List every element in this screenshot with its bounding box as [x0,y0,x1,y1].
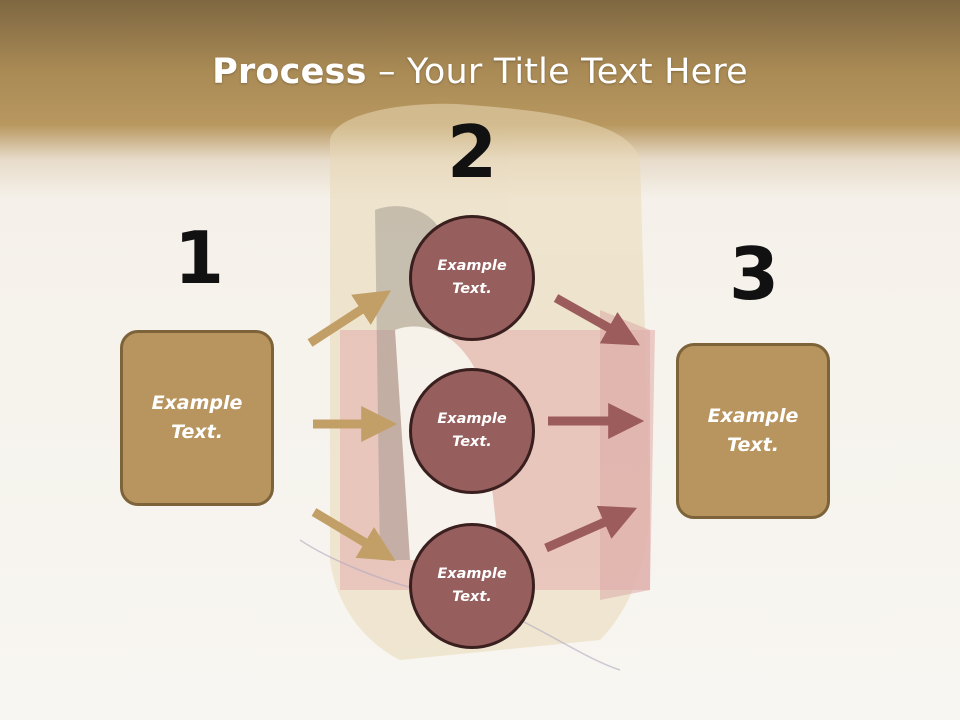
slide-title: Process – Your Title Text Here [0,52,960,92]
title-bold: Process [212,52,367,92]
circle-middle[interactable]: Example Text. [409,368,535,494]
step-number-2: 2 [446,110,498,194]
step-number-3: 3 [728,232,780,316]
right-box[interactable]: Example Text. [676,343,830,519]
arrow-top-to-right [553,294,640,346]
circle-bottom[interactable]: Example Text. [409,523,535,649]
arrow-left-to-top [307,290,392,347]
circle-top[interactable]: Example Text. [409,215,535,341]
left-box[interactable]: Example Text. [120,330,274,506]
title-rest: – Your Title Text Here [366,52,748,92]
arrow-bottom-to-right [544,505,638,553]
arrow-left-to-bottom [311,508,396,561]
step-number-1: 1 [173,216,225,300]
